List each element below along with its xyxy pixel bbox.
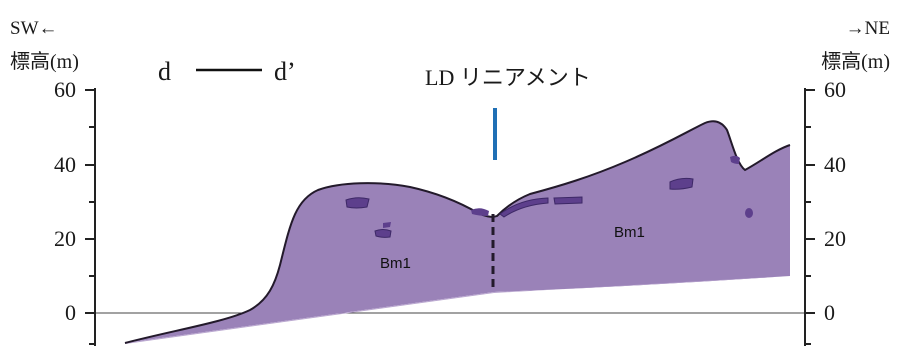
right-direction-label: →NE (846, 18, 890, 39)
bm1-deposit-area (125, 121, 790, 343)
left-axis (85, 88, 96, 346)
left-tick-20: 20 (54, 226, 76, 251)
lens-5 (499, 197, 549, 218)
section-start-label: d (158, 57, 171, 86)
right-tick-0: 0 (824, 300, 835, 325)
right-axis-label: 標高(m) (821, 50, 890, 73)
left-tick-40: 40 (54, 152, 76, 177)
left-tick-0: 0 (65, 300, 76, 325)
lens-9 (730, 155, 740, 164)
right-tick-20: 20 (824, 226, 846, 251)
lens-4 (471, 208, 489, 216)
lens-1 (345, 197, 370, 209)
lens-3 (374, 229, 392, 238)
lens-8 (745, 208, 753, 218)
left-direction-label: SW← (10, 18, 58, 39)
left-axis-label: 標高(m) (10, 50, 79, 73)
right-tick-60: 60 (824, 77, 846, 102)
left-tick-60: 60 (54, 77, 76, 102)
lens-7 (669, 177, 694, 190)
section-end-label: d’ (274, 57, 296, 86)
lineament-label: LD リニアメント (425, 65, 591, 90)
lens-6 (553, 196, 583, 205)
ground-surface-line (124, 120, 791, 344)
right-axis (804, 88, 815, 346)
unit-label-bm1-right: Bm1 (614, 224, 645, 241)
right-tick-40: 40 (824, 152, 846, 177)
lens-2 (383, 222, 391, 228)
unit-label-bm1-left: Bm1 (380, 255, 411, 272)
